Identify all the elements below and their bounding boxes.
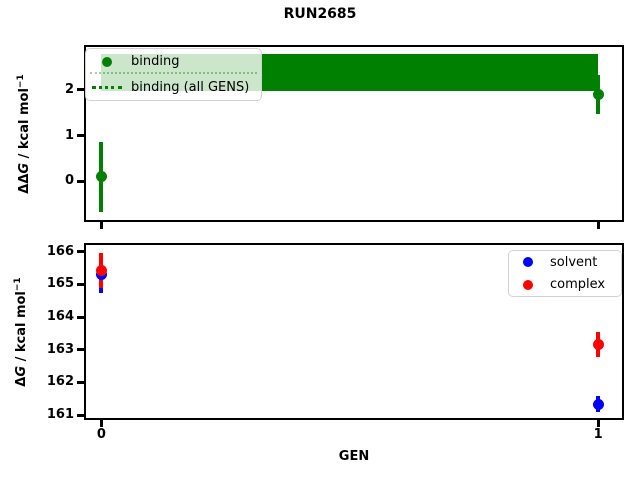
legend-marker-box (515, 257, 541, 268)
y-tick-label: 0 (64, 173, 74, 189)
y-tick-label: 2 (64, 81, 74, 97)
y-tick-mark (77, 179, 84, 183)
x-axis-label: GEN (338, 449, 370, 464)
y-tick-mark (77, 380, 84, 384)
legend-item-complex: complex (509, 274, 621, 297)
complex-dot-icon (523, 279, 533, 290)
data-point-complex (592, 339, 604, 351)
y-tick-mark (77, 134, 84, 138)
legend-marker-box (92, 56, 122, 67)
legend-label: binding (131, 54, 180, 70)
legend-label: binding (all GENS) (131, 79, 250, 95)
figure-title: RUN2685 (283, 6, 357, 22)
top-plot-legend: binding binding (all GENS) (85, 48, 262, 101)
y-tick-label: 1 (64, 127, 74, 143)
y-tick-mark (77, 250, 84, 254)
bottom-plot-legend: solvent complex (508, 250, 622, 297)
data-point-solvent (592, 398, 604, 410)
y-tick-mark (77, 88, 84, 92)
top-y-axis-label: ΔΔG / kcal mol−1 (15, 74, 33, 194)
x-tick-label: 0 (96, 427, 106, 442)
data-point-binding (95, 171, 107, 183)
x-tick-label: 1 (593, 427, 603, 442)
y-tick-mark (77, 348, 84, 352)
legend-item-binding-all-gens: binding (all GENS) (86, 75, 261, 101)
y-tick-mark (77, 315, 84, 319)
y-tick-label: 162 (46, 374, 74, 390)
data-point-binding (592, 89, 604, 101)
y-tick-label: 161 (46, 406, 74, 422)
legend-label: complex (550, 277, 606, 293)
dotted-line-icon (92, 85, 122, 89)
bottom-y-axis-label: ΔG / kcal mol−1 (12, 277, 30, 387)
legend-item-binding: binding (86, 49, 261, 75)
x-tick-mark (99, 222, 103, 229)
solvent-dot-icon (523, 257, 533, 268)
legend-marker-box (92, 85, 122, 89)
legend-item-solvent: solvent (509, 251, 621, 274)
y-tick-mark (77, 282, 84, 286)
y-tick-label: 166 (46, 243, 74, 259)
legend-marker-box (515, 279, 541, 290)
y-tick-label: 165 (46, 276, 74, 292)
band-line-through-legend (90, 72, 257, 74)
x-tick-mark (99, 420, 103, 427)
y-tick-mark (77, 413, 84, 417)
x-tick-mark (596, 420, 600, 427)
y-tick-label: 163 (46, 341, 74, 357)
legend-label: solvent (550, 254, 598, 270)
binding-dot-icon (102, 56, 112, 67)
data-point-complex (95, 265, 107, 277)
y-tick-label: 164 (46, 308, 74, 324)
x-tick-mark (596, 222, 600, 229)
